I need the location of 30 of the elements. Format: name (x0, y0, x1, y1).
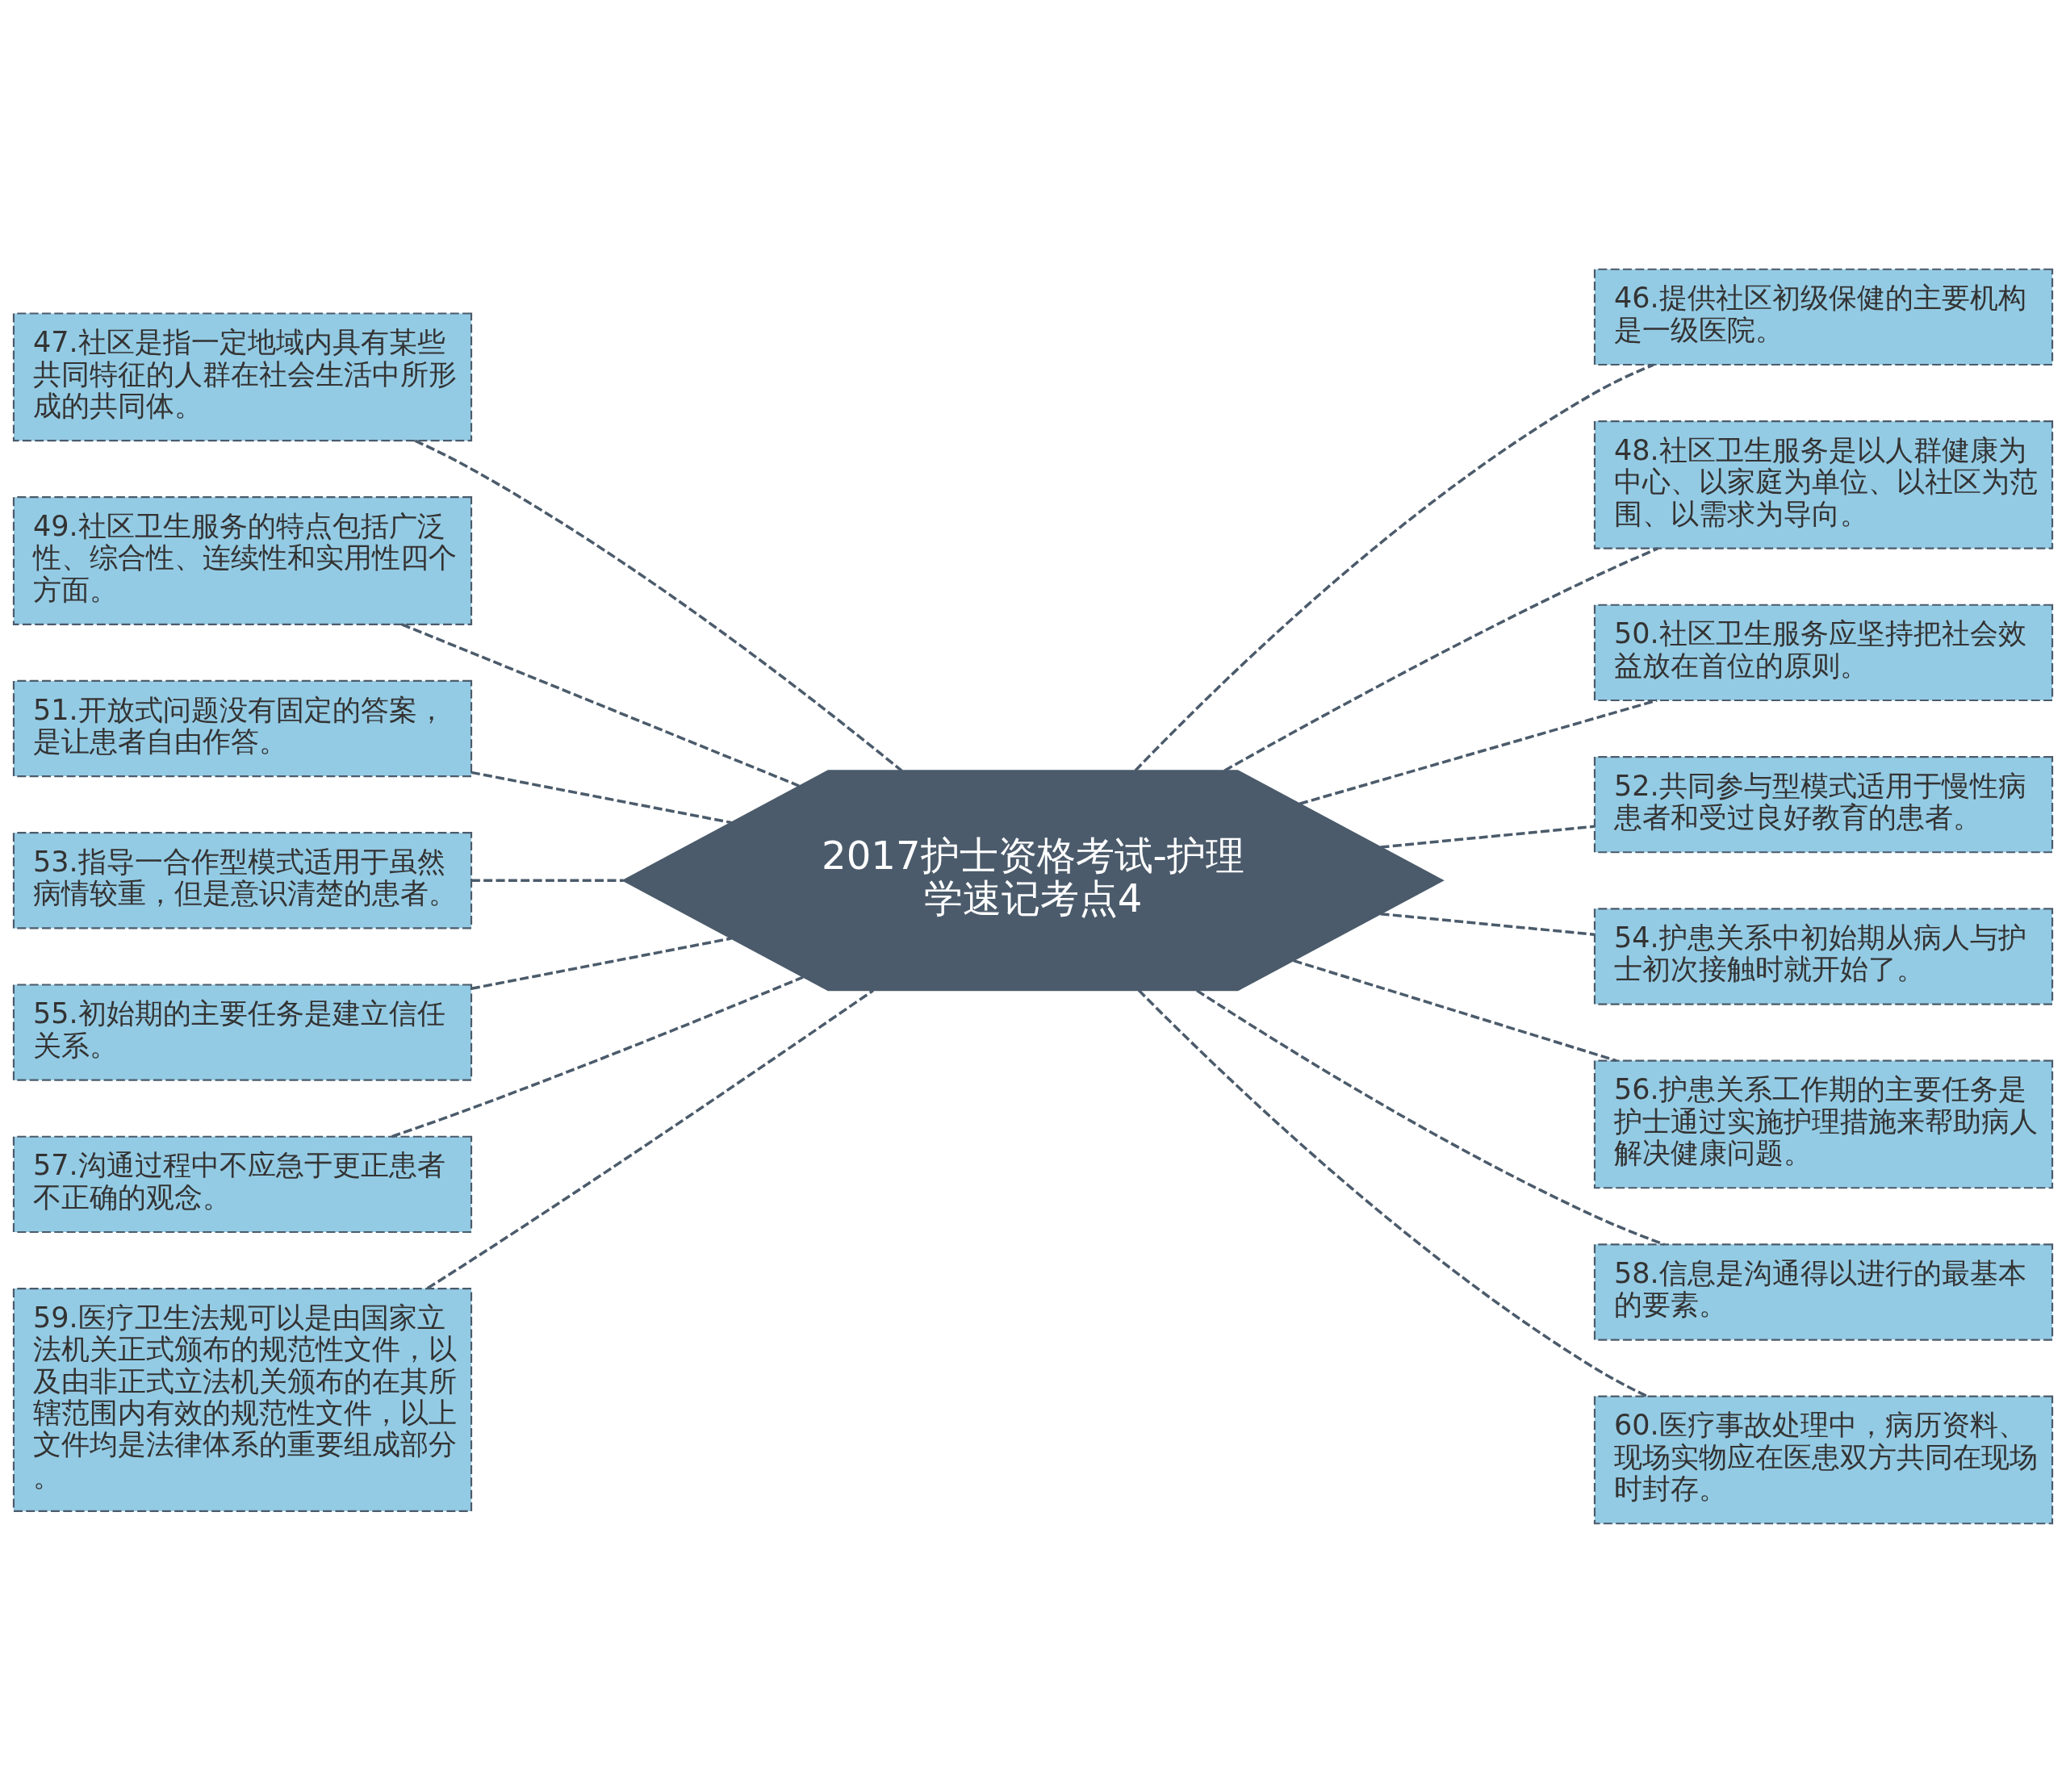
node-box: 58.信息是沟通得以进行的最基本的要素。 (1593, 1243, 2054, 1341)
connector (470, 936, 732, 990)
node-box: 52.共同参与型模式适用于慢性病患者和受过良好教育的患者。 (1593, 755, 2054, 853)
connector (414, 439, 903, 772)
node-box: 57.沟通过程中不应急于更正患者不正确的观念。 (12, 1135, 473, 1233)
connector (1293, 959, 1617, 1062)
node-box: 46.提供社区初级保健的主要机构是一级医院。 (1593, 268, 2054, 366)
node-box: 60.医疗事故处理中，病历资料、现场实物应在医患双方共同在现场时封存。 (1593, 1395, 2054, 1524)
connector (1134, 363, 1654, 771)
node-box: 47.社区是指一定地域内具有某些共同特征的人群在社会生活中所形成的共同体。 (12, 311, 473, 441)
node-box: 55.初始期的主要任务是建立信任关系。 (12, 983, 473, 1081)
node-box: 59.医疗卫生法规可以是由国家立法机关正式颁布的规范性文件，以及由非正式立法机关颁布的在其所辖范围内有效的规范性文件，以上文件均是法律体系的重要组成部分。 (12, 1287, 473, 1512)
node-box: 50.社区卫生服务应坚持把社会效益放在首位的原则。 (1593, 604, 2054, 701)
connector (1380, 825, 1595, 849)
connector (1299, 698, 1658, 805)
node-box: 48.社区卫生服务是以人群健康为中心、以家庭为单位、以社区为范围、以需求为导向。 (1593, 420, 2054, 549)
connector (391, 975, 804, 1138)
node-box: 53.指导一合作型模式适用于虽然病情较重，但是意识清楚的患者。 (12, 831, 473, 929)
connector (401, 622, 800, 787)
connector (1223, 546, 1658, 772)
connector (426, 988, 874, 1289)
connector (1196, 988, 1665, 1246)
connector (471, 879, 624, 882)
node-box: 49.社区卫生服务的特点包括广泛性、综合性、连续性和实用性四个方面。 (12, 495, 473, 625)
node-box: 56.护患关系工作期的主要任务是护士通过实施护理措施来帮助病人解决健康问题。 (1593, 1059, 2054, 1188)
connector (1137, 988, 1648, 1397)
node-box: 54.护患关系中初始期从病人与护士初次接触时就开始了。 (1593, 907, 2054, 1005)
connector (470, 771, 732, 824)
connector (1380, 912, 1595, 936)
node-box: 51.开放式问题没有固定的答案，是让患者自由作答。 (12, 679, 473, 777)
